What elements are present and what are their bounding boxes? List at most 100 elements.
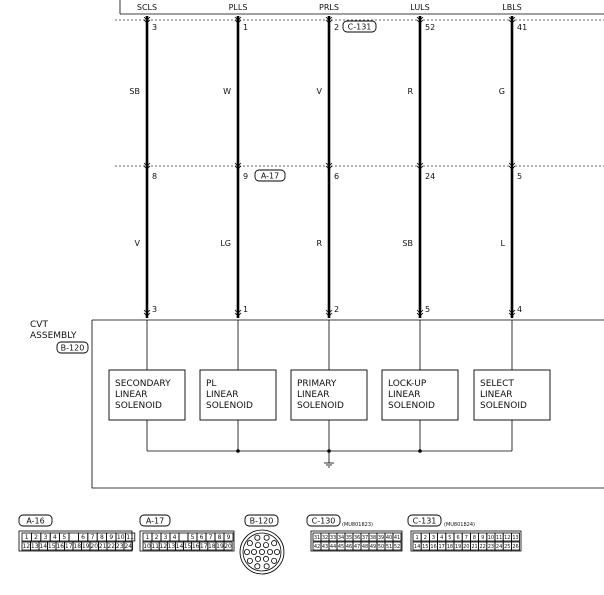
connector-pin-number: 23	[488, 544, 494, 550]
connector-pin-hole	[246, 540, 253, 547]
connector-pin-number: 25	[504, 544, 510, 550]
bus-junction-dot	[418, 449, 422, 453]
cvt-assembly-box	[91, 319, 604, 489]
connector-pin-number: 3	[432, 535, 435, 541]
pin-mid-chevron	[325, 162, 333, 170]
connector-pin-number: 13	[31, 543, 39, 550]
pin-top: 3	[152, 23, 157, 32]
pin-mid-chevron	[416, 162, 424, 170]
legend-b120-outline	[239, 529, 285, 575]
connector-pin-number: 51	[386, 544, 392, 550]
bus-junction-dot	[236, 449, 240, 453]
pin-top: 41	[517, 23, 527, 32]
connector-pin-number: 17	[439, 544, 445, 550]
connector-pin-number: 2	[424, 535, 427, 541]
pin-mid: 9	[243, 172, 248, 181]
connector-pin-number: 9	[481, 535, 484, 541]
connector-pin-number: 14	[39, 543, 47, 550]
connector-cell	[68, 532, 79, 542]
connector-ref-mid-label: A-17	[261, 172, 279, 181]
solenoid-box	[473, 369, 551, 421]
connector-cell	[223, 541, 233, 551]
connector-pin-hole	[271, 557, 278, 564]
connector-pin-number: 49	[370, 544, 376, 550]
connector-pin-number: 21	[99, 543, 107, 550]
connector-ref-top-label: C-131	[348, 23, 372, 32]
pin-top-chevron	[325, 16, 333, 24]
legend-c130-label: C-130	[312, 517, 336, 526]
connector-pin-number: 16	[430, 544, 436, 550]
connector-pin-number: 7	[465, 535, 468, 541]
pin-mid: 5	[517, 172, 522, 181]
connector-pin-number: 8	[473, 535, 476, 541]
solenoid-box	[381, 369, 459, 421]
connector-pin-number: 24	[124, 543, 132, 550]
connector-pin-number: 41	[394, 535, 400, 541]
solenoid-label: SOLENOID	[206, 401, 253, 411]
connector-pin-number: 18	[73, 543, 81, 550]
connector-pin-number: 40	[386, 535, 392, 541]
bus-junction-dot	[327, 449, 331, 453]
connector-pin-number: 37	[362, 535, 368, 541]
connector-pin-number: 11	[496, 535, 502, 541]
connector-pin-number: 14	[414, 544, 420, 550]
connector-pin-number: 13	[512, 535, 518, 541]
solenoid-label: SELECT	[480, 379, 514, 389]
connector-pin-number: 16	[192, 543, 200, 550]
connector-pin-number: 38	[370, 535, 376, 541]
connector-pin-number: 12	[22, 543, 30, 550]
connector-cell	[510, 541, 520, 551]
pin-top: 2	[334, 23, 339, 32]
connector-pin-number: 17	[200, 543, 208, 550]
connector-pin-number: 45	[338, 544, 344, 550]
wire-color-bottom: R	[316, 239, 322, 248]
connector-pin-number: 48	[362, 544, 368, 550]
connector-pin-number: 20	[90, 543, 98, 550]
assembly-label-line2: ASSEMBLY	[30, 331, 77, 341]
connector-pin-number: 6	[81, 534, 85, 541]
connector-pin-number: 18	[208, 543, 216, 550]
pin-bottom: 2	[334, 305, 339, 314]
pin-mid: 24	[425, 172, 435, 181]
connector-pin-number: 34	[338, 535, 344, 541]
solenoid-label: LINEAR	[388, 390, 421, 400]
connector-pin-number: 20	[224, 543, 232, 550]
connector-pin-number: 5	[448, 535, 451, 541]
solenoid-label: LINEAR	[297, 390, 330, 400]
connector-pin-number: 6	[200, 534, 204, 541]
connector-pin-number: 31	[314, 535, 320, 541]
legend-c131-label: C-131	[413, 517, 437, 526]
connector-pin-number: 2	[34, 534, 38, 541]
connector-pin-number: 8	[218, 534, 222, 541]
connector-pin-number: 12	[504, 535, 510, 541]
legend-a17-label: A-17	[146, 517, 164, 526]
connector-pin-number: 35	[346, 535, 352, 541]
legend-c131-part: (MU801824)	[444, 522, 475, 528]
connector-pin-number: 47	[354, 544, 360, 550]
connector-pin-number: 1	[25, 534, 29, 541]
connector-pin-number: 3	[164, 534, 168, 541]
legend-b120: B-120	[239, 514, 285, 575]
connector-cell	[125, 532, 136, 542]
connector-pin-number: 2	[155, 534, 159, 541]
connector-pin-number: 6	[457, 535, 460, 541]
connector-pin-number: 10	[117, 534, 125, 541]
connector-pin-number: 1	[146, 534, 150, 541]
signal-label: LULS	[410, 3, 429, 12]
connector-pin-number: 7	[209, 534, 213, 541]
connector-pin-number: 36	[354, 535, 360, 541]
connector-pin-number: 3	[44, 534, 48, 541]
connector-ref-top: C-131	[342, 20, 377, 33]
connector-pin-number: 19	[82, 543, 90, 550]
legend-b120-label: B-120	[250, 517, 274, 526]
connector-pin-number: 11	[151, 543, 159, 550]
pin-mid: 6	[334, 172, 339, 181]
legend-c130-outline	[310, 530, 403, 552]
connector-pin-number: 43	[322, 544, 328, 550]
connector-pin-number: 32	[322, 535, 328, 541]
connector-pin-hole	[254, 534, 261, 541]
connector-pin-number: 9	[109, 534, 113, 541]
